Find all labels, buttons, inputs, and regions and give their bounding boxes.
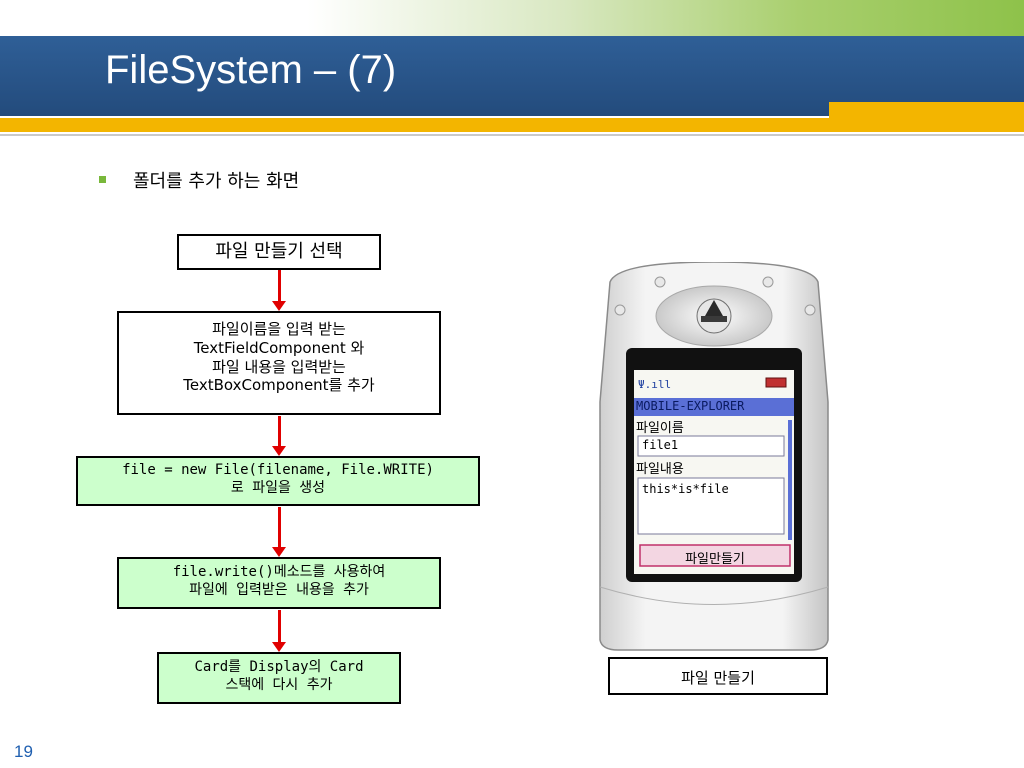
orange-accent-band	[0, 118, 1024, 132]
flow-step-text: 파일 만들기 선택	[215, 241, 343, 262]
flow-step-line: 파일에 입력받은 내용을 추가	[189, 581, 369, 598]
bullet-text: 폴더를 추가 하는 화면	[133, 171, 300, 192]
phone-illustration: Ψ.ıll	[599, 261, 829, 651]
flow-arrow-4	[272, 610, 286, 652]
flow-arrow-1	[272, 270, 286, 311]
bullet-square-icon	[99, 176, 106, 183]
flow-step-line: 로 파일을 생성	[230, 479, 326, 496]
phone-caption: 파일 만들기	[608, 657, 828, 695]
flow-step-add-components: 파일이름을 입력 받는 TextFieldComponent 와 파일 내용을 …	[117, 311, 441, 415]
phone-create-file-button[interactable]: 파일만들기	[685, 552, 745, 567]
phone-filename-label: 파일이름	[636, 421, 684, 436]
flow-arrow-2	[272, 416, 286, 456]
flow-step-line: Card를 Display의 Card	[194, 659, 364, 675]
flow-step-write-file: file.write()메소드를 사용하여 파일에 입력받은 내용을 추가	[117, 557, 441, 609]
flow-arrow-3	[272, 507, 286, 557]
phone-content-field[interactable]: this*is*file	[642, 482, 729, 496]
top-gradient-bar	[0, 0, 1024, 36]
flow-step-line: 파일 내용을 입력받는	[212, 357, 346, 376]
divider-line	[0, 134, 1024, 136]
slide-title: FileSystem – (7)	[105, 48, 397, 92]
phone-filename-field[interactable]: file1	[642, 438, 679, 452]
flow-step-line: 파일이름을 입력 받는	[212, 320, 346, 338]
flow-step-display-card: Card를 Display의 Card 스택에 다시 추가	[157, 652, 401, 704]
phone-content-label: 파일내용	[636, 462, 684, 477]
flow-step-line: TextFieldComponent 와	[193, 338, 365, 357]
flow-step-select-create: 파일 만들기 선택	[177, 234, 381, 270]
flow-step-line: file.write()메소드를 사용하여	[172, 564, 386, 580]
phone-app-title: MOBILE-EXPLORER	[636, 399, 745, 413]
flow-step-create-file: file = new File(filename, File.WRITE) 로 …	[76, 456, 480, 506]
svg-text:Ψ.ıll: Ψ.ıll	[638, 378, 671, 391]
page-number: 19	[14, 742, 33, 761]
flow-step-line: TextBoxComponent를 추가	[183, 376, 375, 395]
flow-step-line: file = new File(filename, File.WRITE)	[122, 462, 434, 478]
phone-image: Ψ.ıll MOBILE-EXPLORER 파일이름 file1 파일내용 th…	[598, 261, 830, 652]
flow-step-line: 스택에 다시 추가	[225, 676, 333, 693]
